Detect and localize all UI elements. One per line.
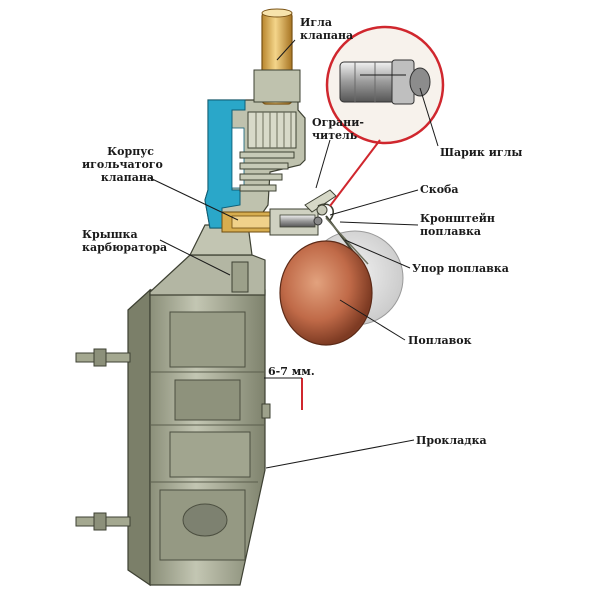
carburetor-cover: [149, 224, 266, 296]
valve-housing: [204, 99, 306, 229]
mounting-studs: [75, 348, 131, 531]
magnifier-inset: [325, 25, 445, 145]
label-gasket: Прокладка: [416, 434, 487, 447]
label-clip: Скоба: [420, 183, 459, 196]
leader-lines: [149, 39, 439, 469]
label-float: Поплавок: [408, 334, 472, 347]
float: [279, 240, 373, 346]
label-float-bracket: Кронштейн поплавка: [420, 212, 495, 238]
label-float-stop: Упор поплавка: [412, 262, 509, 275]
limiter-and-clip: [304, 189, 337, 221]
label-needle: Игла клапана: [300, 16, 354, 42]
needle-valve-body: [221, 208, 323, 236]
red-pointer-lines: [301, 139, 381, 410]
label-carburetor-cover: Крышка карбюратора: [82, 228, 168, 254]
fuel-inlet-tube: [253, 8, 301, 105]
label-gap-dimension: 6-7 мм.: [268, 365, 315, 378]
carburetor-body: [127, 288, 271, 587]
label-needle-ball: Шарик иглы: [440, 146, 523, 159]
label-limiter: Ограни- читель: [312, 116, 364, 142]
label-valve-body: Корпус игольчатого клапана: [82, 145, 163, 184]
